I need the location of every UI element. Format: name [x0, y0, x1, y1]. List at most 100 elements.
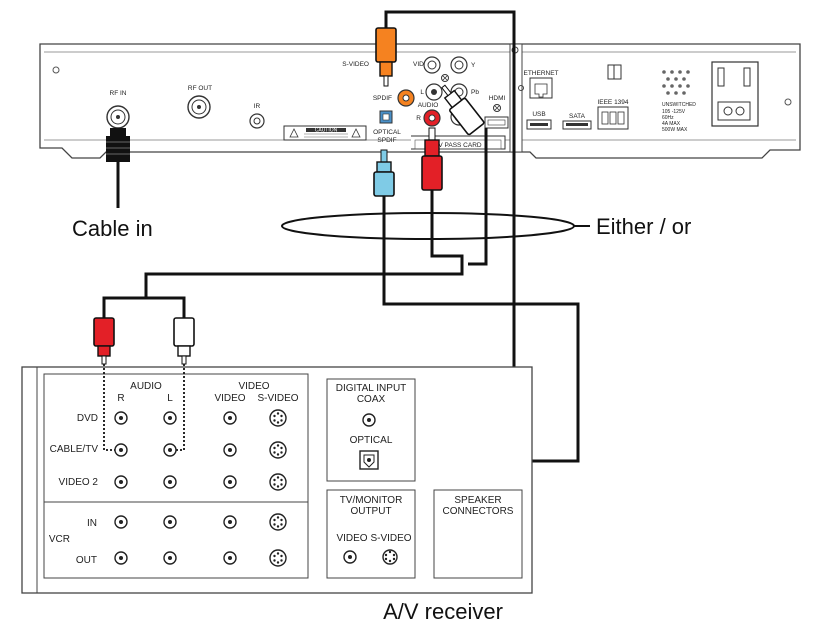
- video2-s-video-jack[interactable]: [269, 473, 287, 491]
- usb-label: USB: [532, 111, 545, 118]
- cable-tv-s-video-jack[interactable]: [269, 441, 287, 459]
- y-port[interactable]: [450, 56, 468, 74]
- out-video-port[interactable]: [343, 550, 357, 564]
- optical-label: OPTICAL: [373, 129, 401, 136]
- either-or-ellipse: [281, 212, 575, 240]
- vcr-in-s-video-jack[interactable]: [269, 513, 287, 531]
- row-label-video2: VIDEO 2: [59, 477, 99, 488]
- out-video-label: VIDEO: [336, 533, 367, 544]
- orange-coax-plug-top: [375, 27, 397, 87]
- optical-plug-top: [373, 149, 395, 197]
- hdmi-port[interactable]: [484, 116, 509, 129]
- rf-in-label: RF IN: [110, 90, 127, 97]
- av-receiver-label: A/V receiver: [383, 599, 503, 624]
- y-label: Y: [471, 62, 476, 69]
- audio-r-port[interactable]: [423, 109, 441, 127]
- vent-grille: [662, 70, 690, 95]
- vcr-out-label: OUT: [76, 555, 97, 566]
- red-audio-plug-receiver: [93, 317, 115, 365]
- speaker-label: SPEAKER: [454, 495, 501, 506]
- ethernet-label: ETHERNET: [523, 70, 558, 77]
- ir-label: IR: [254, 103, 261, 110]
- coax-label: COAX: [357, 394, 386, 405]
- optical-spdif-port[interactable]: [379, 110, 393, 124]
- optical-spdif-label: SPDIF: [377, 137, 396, 144]
- vcr-in-audio-r-jack[interactable]: [114, 515, 128, 529]
- audio-split-cable: [146, 296, 186, 318]
- vcr-in-label: IN: [87, 518, 97, 529]
- receiver-coax-port[interactable]: [362, 413, 376, 427]
- cable-tv-audio-r-jack[interactable]: [114, 443, 128, 457]
- ieee1394-label: IEEE 1394: [597, 99, 628, 106]
- video2-video-jack[interactable]: [223, 475, 237, 489]
- dvd-audio-r-jack[interactable]: [114, 411, 128, 425]
- power-text-3: 60Hz: [662, 115, 674, 121]
- tv-monitor-label: TV/MONITOR: [340, 495, 403, 506]
- vcr-out-audio-r-jack[interactable]: [114, 551, 128, 565]
- ieee1394-port[interactable]: [597, 106, 629, 130]
- vcr-in-audio-l-jack[interactable]: [163, 515, 177, 529]
- audio-l-header: L: [167, 393, 173, 404]
- l-label: L: [420, 89, 424, 96]
- vcr-out-video-jack[interactable]: [223, 551, 237, 565]
- video-port[interactable]: [423, 56, 441, 74]
- optical-label-receiver: OPTICAL: [350, 435, 393, 446]
- video-col-header: VIDEO: [214, 393, 245, 404]
- white-audio-cable: [468, 128, 488, 266]
- red-dotted-guide: [103, 364, 116, 451]
- ir-port[interactable]: [249, 113, 265, 129]
- receiver-optical-port[interactable]: [359, 450, 379, 470]
- out-s-video-label: S-VIDEO: [370, 533, 411, 544]
- spdif-label: SPDIF: [373, 95, 392, 102]
- rf-in-port[interactable]: [106, 105, 130, 129]
- power-text-1: UNSWITCHED: [662, 102, 696, 108]
- cable-tv-audio-l-jack[interactable]: [163, 443, 177, 457]
- white-audio-plug-top: [441, 84, 485, 136]
- spdif-coax-port[interactable]: [397, 89, 415, 107]
- hdmi-screw: [493, 104, 501, 112]
- caution-label: CAUTION: [283, 125, 367, 141]
- sata-label: SATA: [569, 113, 586, 120]
- video-label: VIDEO: [413, 61, 433, 68]
- optical-cable: [382, 196, 580, 463]
- dvd-s-video-jack[interactable]: [269, 409, 287, 427]
- red-audio-cable: [102, 190, 464, 318]
- rf-out-port[interactable]: [187, 95, 211, 119]
- pb-label: Pb: [471, 89, 479, 96]
- video2-audio-r-jack[interactable]: [114, 475, 128, 489]
- set-top-box-panel: RF IN RF OUT IR CAUTION: [39, 43, 801, 159]
- audio-r-header: R: [117, 393, 124, 404]
- dvd-audio-l-jack[interactable]: [163, 411, 177, 425]
- r-label: R: [416, 115, 421, 122]
- s-video-col-header: S-VIDEO: [257, 393, 298, 404]
- power-text-5: 500W MAX: [662, 127, 688, 133]
- audio-l-port[interactable]: [425, 83, 443, 101]
- av-receiver-panel: AUDIO VIDEO R L VIDEO S-VIDEO DVD CABLE/…: [21, 364, 533, 594]
- vcr-label: VCR: [49, 534, 70, 545]
- connectors-label: CONNECTORS: [443, 506, 514, 517]
- audio-header: AUDIO: [130, 381, 162, 392]
- white-dotted-guide: [170, 364, 185, 451]
- rf-out-label: RF OUT: [188, 85, 212, 92]
- tv-pass-card-label: TV PASS CARD: [434, 142, 482, 149]
- vcr-in-video-jack[interactable]: [223, 515, 237, 529]
- usb-port[interactable]: [526, 119, 552, 130]
- cable-tv-video-jack[interactable]: [223, 443, 237, 457]
- cable-in-label: Cable in: [72, 216, 153, 241]
- white-audio-plug-receiver: [173, 317, 195, 365]
- receiver-input-jacks: [114, 409, 287, 567]
- latch: [607, 64, 622, 80]
- either-or-label: Either / or: [596, 214, 691, 239]
- out-s-video-port[interactable]: [382, 549, 398, 565]
- video-header: VIDEO: [238, 381, 269, 392]
- vcr-out-audio-l-jack[interactable]: [163, 551, 177, 565]
- video2-audio-l-jack[interactable]: [163, 475, 177, 489]
- s-video-label: S-VIDEO: [342, 61, 369, 68]
- sata-port[interactable]: [562, 120, 592, 130]
- dvd-video-jack[interactable]: [223, 411, 237, 425]
- row-label-cable-tv: CABLE/TV: [50, 444, 99, 455]
- vcr-out-s-video-jack[interactable]: [269, 549, 287, 567]
- ethernet-port[interactable]: [529, 77, 553, 99]
- caution-text: CAUTION: [315, 128, 338, 134]
- power-outlet[interactable]: [711, 61, 759, 127]
